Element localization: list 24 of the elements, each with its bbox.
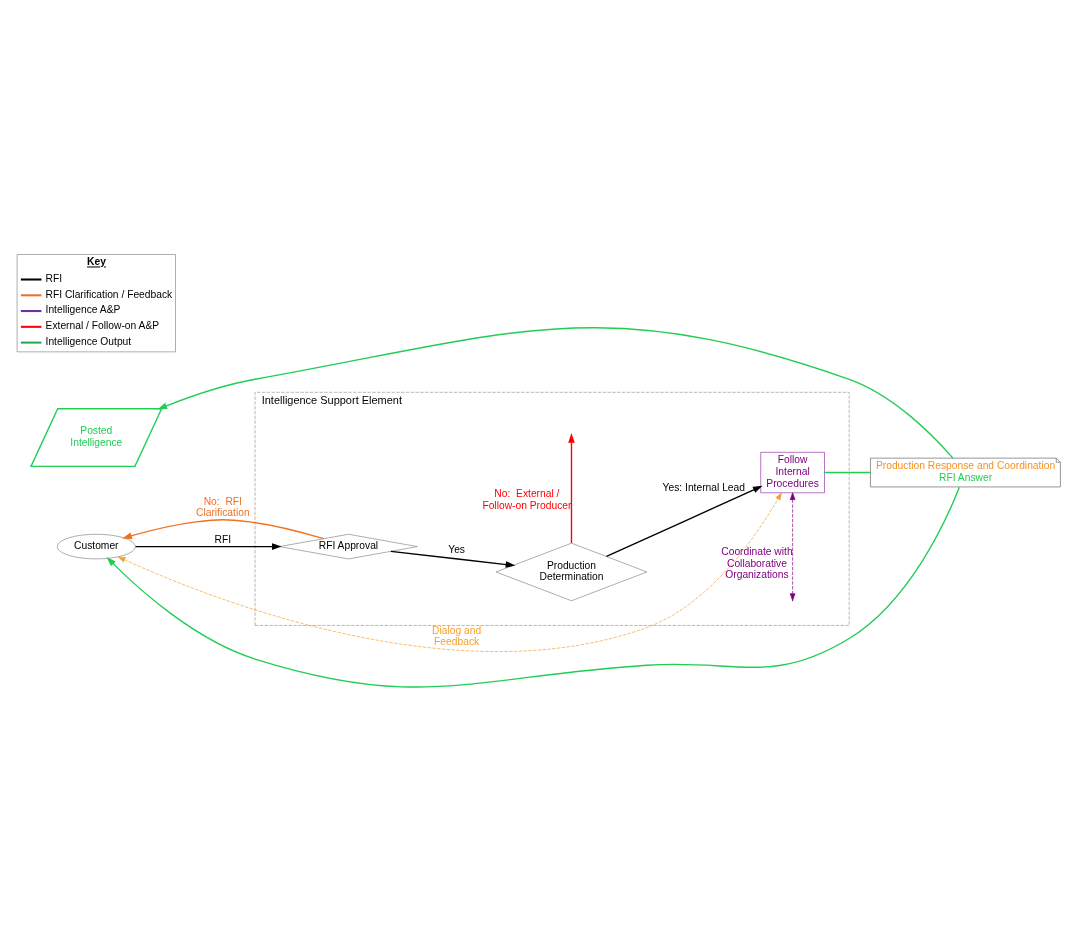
legend-label: RFI Clarification / Feedback bbox=[45, 288, 173, 300]
legend-label: RFI bbox=[45, 272, 63, 284]
legend-label: Intelligence Output bbox=[45, 336, 132, 347]
edge-label: Coordinate with Collaborative Organizations bbox=[721, 546, 793, 581]
arrow bbox=[106, 486, 961, 688]
connector bbox=[823, 471, 872, 474]
legend-label: Intelligence A&P bbox=[45, 304, 121, 316]
legend-label: External / Follow-on A&P bbox=[45, 320, 160, 332]
arrow bbox=[157, 327, 954, 459]
arrow bbox=[117, 492, 782, 652]
node-diamond: Production Determination bbox=[495, 542, 648, 602]
arrow bbox=[390, 550, 516, 568]
node-box: Follow Internal Procedures bbox=[760, 451, 825, 494]
label: Key bbox=[87, 256, 106, 268]
edge-label: Yes bbox=[448, 544, 465, 556]
arrow bbox=[134, 543, 282, 550]
edge-label: No: RFI Clarification bbox=[196, 495, 250, 519]
node-diamond: RFI Approval bbox=[279, 533, 418, 560]
edge-label: Yes: Internal Lead bbox=[662, 482, 746, 494]
arrow bbox=[605, 485, 763, 558]
edge-label: RFI bbox=[214, 534, 232, 546]
edge-label: No: External / Follow-on Producer bbox=[482, 488, 572, 511]
arrow bbox=[122, 519, 325, 540]
edge-label: Dialog and Feedback bbox=[432, 624, 482, 648]
